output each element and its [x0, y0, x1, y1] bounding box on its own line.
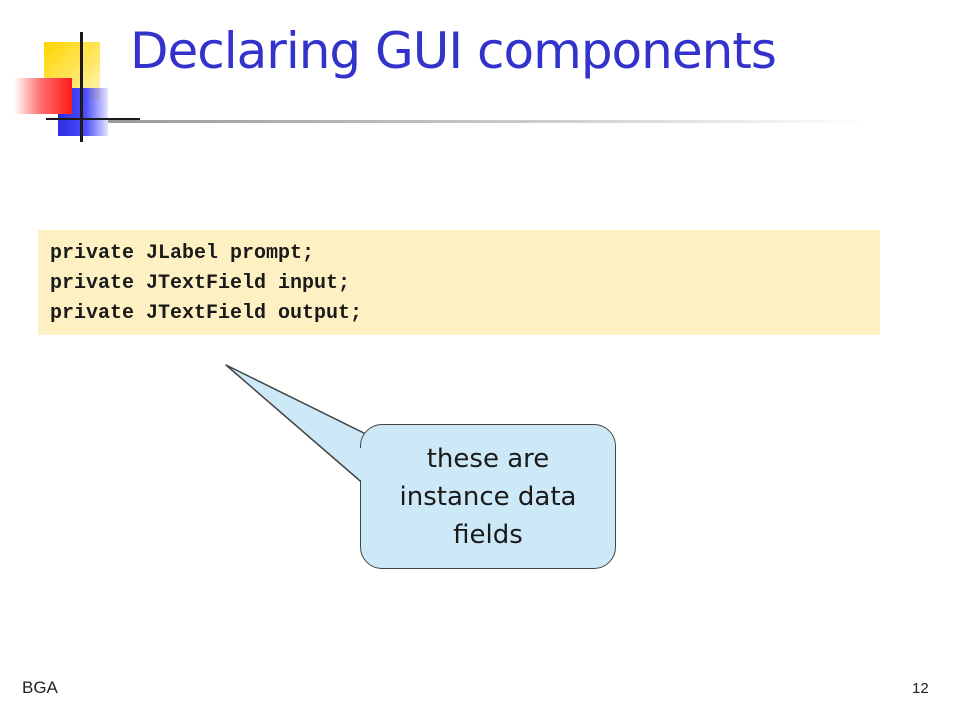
decorative-squares-logo: [0, 0, 140, 150]
code-line: private JLabel prompt;: [50, 242, 315, 265]
code-line: private JTextField output;: [50, 302, 363, 325]
footer-author: BGA: [22, 678, 58, 697]
slide-title: Declaring GUI components: [130, 22, 777, 80]
code-line: private JTextField input;: [50, 272, 351, 295]
callout-text: these are instance data fields: [399, 443, 577, 550]
logo-horizontal-line: [46, 118, 140, 120]
title-underline: [108, 120, 868, 123]
red-square-shape: [14, 78, 72, 114]
callout-bubble: these are instance data fields: [360, 424, 616, 569]
code-block: private JLabel prompt; private JTextFiel…: [38, 230, 880, 335]
logo-vertical-line: [80, 32, 83, 142]
page-number: 12: [912, 680, 929, 697]
